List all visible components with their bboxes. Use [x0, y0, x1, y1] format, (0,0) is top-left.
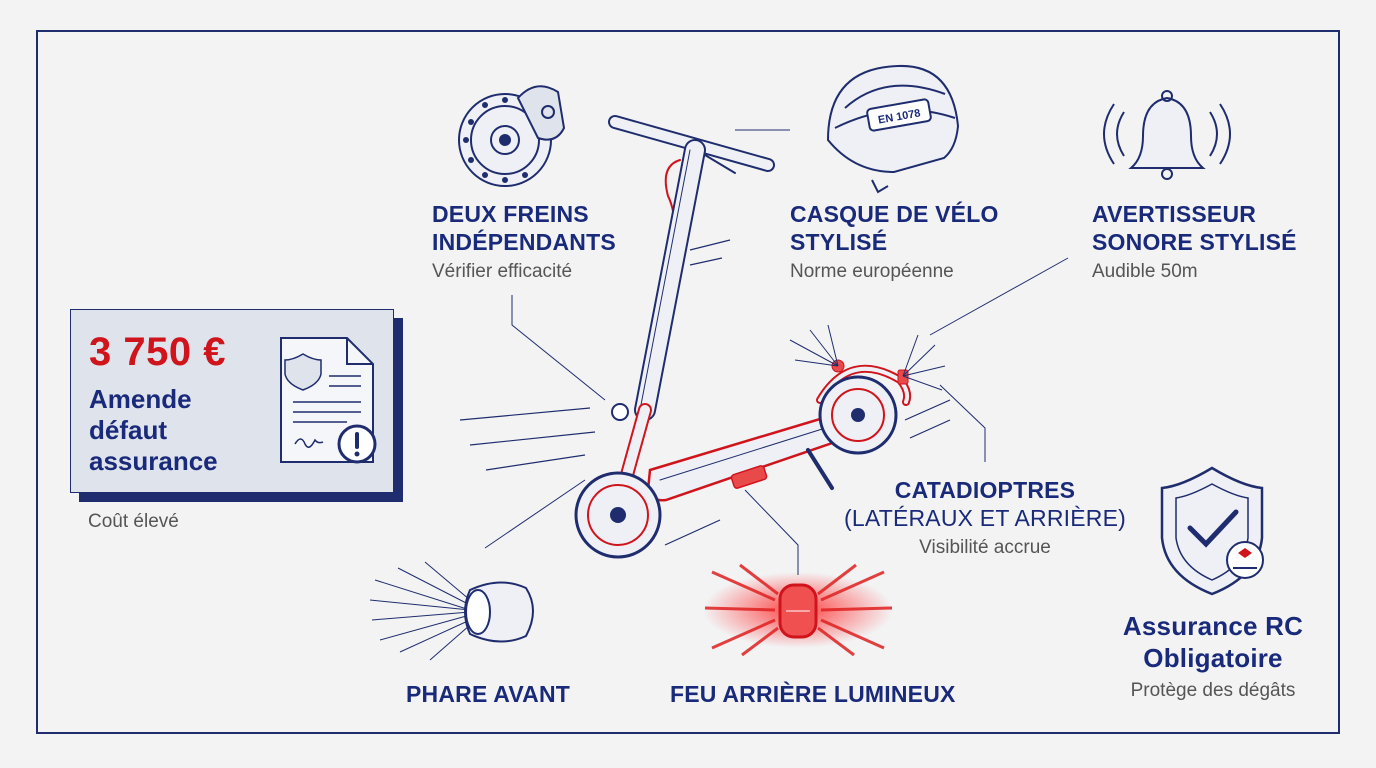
horn-title-line-2: SONORE STYLISÉ [1092, 229, 1297, 255]
fine-line-3: assurance [89, 446, 218, 476]
helmet-title-line-1: CASQUE DE VÉLO [790, 201, 999, 227]
document-warning-icon [280, 337, 377, 464]
fine-line-2: défaut [89, 415, 167, 445]
taillight-title: FEU ARRIÈRE LUMINEUX [670, 681, 956, 707]
brakes-title: DEUX FREINS INDÉPENDANTS [432, 200, 616, 256]
fine-description: Amende défaut assurance [89, 384, 259, 477]
reflectors-title-line-1: CATADIOPTRES [894, 477, 1076, 503]
brakes-title-line-1: DEUX FREINS [432, 201, 589, 227]
disc-brake-icon [458, 85, 566, 187]
helmet-subtitle: Norme européenne [790, 261, 954, 282]
helmet-icon: EN 1078 [826, 64, 960, 194]
horn-subtitle: Audible 50m [1092, 261, 1198, 282]
fine-card: 3 750 € Amende défaut assurance [70, 309, 394, 493]
insurance-title-line-1: Assurance RC [1122, 611, 1304, 641]
reflector-rays [789, 324, 946, 391]
insurance-title-line-2: Obligatoire [1143, 643, 1283, 673]
bell-icon [1103, 90, 1231, 180]
horn-title-line-1: AVERTISSEUR [1092, 201, 1257, 227]
helmet-title: CASQUE DE VÉLO STYLISÉ [790, 200, 999, 256]
speed-lines [459, 239, 951, 546]
headlight-icon [369, 561, 534, 661]
headlight-title: PHARE AVANT [406, 681, 571, 707]
brakes-subtitle: Vérifier efficacité [432, 261, 573, 282]
reflectors-subtitle: Visibilité accrue [919, 537, 1051, 558]
brakes-title-line-2: INDÉPENDANTS [432, 229, 616, 255]
shield-check-icon [1160, 466, 1264, 596]
fine-amount: 3 750 € [89, 330, 226, 374]
taillight-icon [703, 563, 893, 657]
scooter [574, 115, 912, 559]
diagram-frame [36, 30, 1340, 734]
insurance-subtitle: Protège des dégâts [1130, 680, 1296, 701]
leader-lines [484, 129, 1069, 575]
helmet-title-line-2: STYLISÉ [790, 229, 888, 255]
horn-title: AVERTISSEUR SONORE STYLISÉ [1092, 200, 1297, 256]
reflectors-title: CATADIOPTRES (LATÉRAUX ET ARRIÈRE) [840, 476, 1130, 532]
insurance-title: Assurance RC Obligatoire [1096, 610, 1330, 674]
fine-line-1: Amende [89, 384, 192, 414]
fine-caption: Coût élevé [88, 511, 179, 532]
reflectors-title-line-2: (LATÉRAUX ET ARRIÈRE) [844, 505, 1126, 531]
